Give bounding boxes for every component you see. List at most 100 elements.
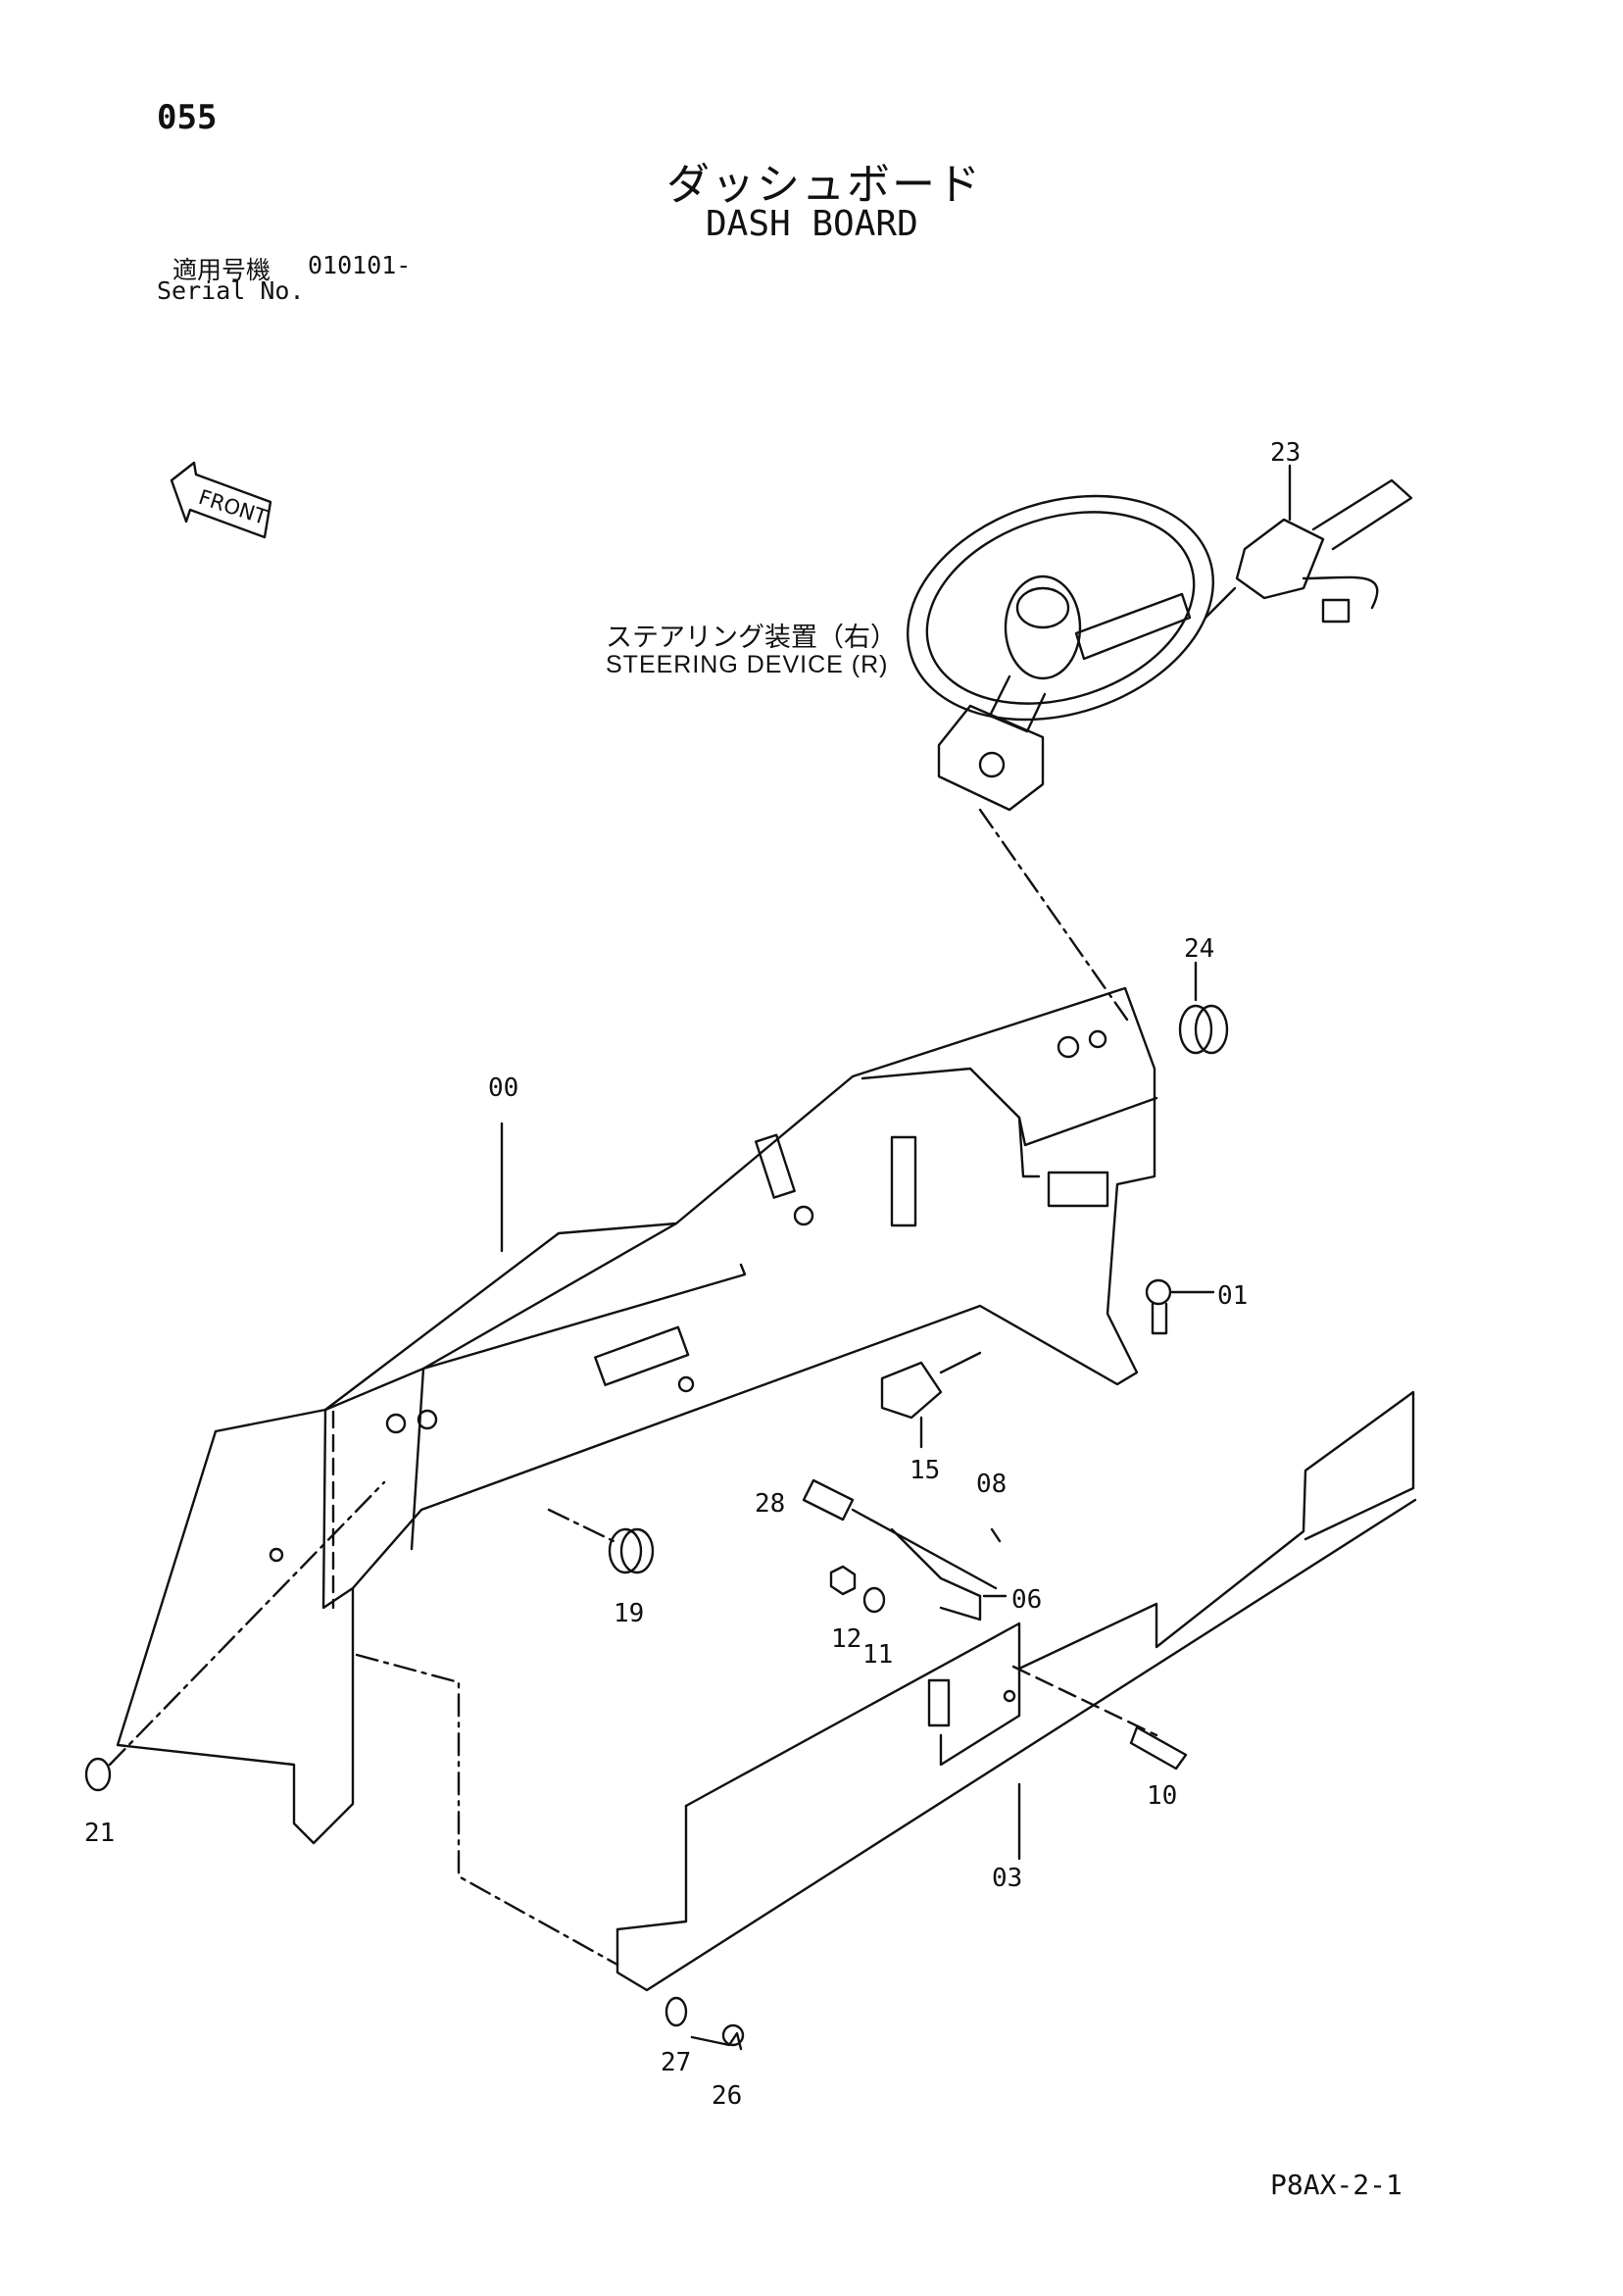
dash-board-outline [116, 986, 1156, 1845]
key-switch-key [939, 1351, 982, 1374]
steering-device-label-japanese: ステアリング装置（右） [606, 623, 897, 653]
bushing-23 [1178, 961, 1229, 1055]
dash-board-cowl-edge [1017, 1116, 1041, 1178]
pin-28-leader [851, 1508, 998, 1590]
lower-panel-notch [939, 1665, 1021, 1767]
callout-12: 12 [831, 1624, 861, 1654]
grommet-24-leader [108, 1480, 386, 1767]
front-arrow-marker: FRONT [170, 461, 272, 539]
callout-27: 27 [661, 2048, 691, 2077]
callout-19: 19 [614, 1599, 644, 1628]
lever-switch-wire [1302, 575, 1379, 610]
washer-27 [664, 1996, 688, 2027]
bracket-06 [890, 1527, 1008, 1622]
steering-hub [1004, 574, 1082, 680]
pin-body [802, 1478, 855, 1522]
pin-28 [802, 1478, 998, 1590]
callout-26: 26 [712, 2081, 742, 2111]
callout-11: 11 [862, 1640, 893, 1670]
bushing-shape [1178, 1004, 1213, 1055]
grommet-shape [619, 1527, 655, 1574]
steering-column-bracket [937, 704, 1045, 812]
dash-board-upper-cowl [861, 1067, 1158, 1147]
bolt-26 [690, 2023, 745, 2051]
callout-28: 28 [755, 1489, 785, 1519]
grommet-19 [547, 1508, 655, 1574]
bolt-01 [1145, 1278, 1215, 1335]
document-code: P8AX-2-1 [1270, 2169, 1402, 2201]
dash-board-hole [417, 1409, 438, 1430]
title-english: DASH BOARD [706, 204, 918, 244]
grommet-shape [84, 1757, 112, 1792]
spring-pin-08 [990, 1527, 1002, 1543]
callout-23: 24 [1184, 934, 1214, 964]
dash-board-slot [755, 1133, 796, 1199]
steering-wheel-rim-inner [925, 511, 1196, 705]
serial-label-japanese: 適用号機 [172, 256, 271, 284]
key-switch-15 [880, 1351, 982, 1449]
callout-00: 00 [488, 1073, 518, 1103]
callout-15: 15 [910, 1456, 940, 1485]
callout-21: 23 [1270, 438, 1301, 468]
lower-panel-upper-edge [684, 1390, 1415, 1808]
lower-panel-outline [615, 1498, 1417, 1992]
steering-spoke-right [1074, 592, 1192, 661]
dash-board-housing [116, 986, 1158, 1845]
lever-switch-connector [1321, 598, 1351, 624]
dash-board-hole [793, 1205, 814, 1226]
bolt-head [1145, 1278, 1172, 1306]
steering-device-label-english: STEERING DEVICE (R) [606, 651, 889, 678]
bolt-shank [1151, 1302, 1168, 1335]
dash-board-slot [1047, 1171, 1109, 1208]
lever-switch-arm [1311, 478, 1413, 551]
steering-bracket-hole [978, 751, 1006, 778]
dash-board-front-edge [410, 1367, 425, 1551]
steering-hub-cap [1015, 586, 1070, 629]
lever-switch-leader [1204, 586, 1237, 620]
lower-panel-hole [1003, 1689, 1016, 1703]
serial-number-value: 010101- [308, 251, 412, 279]
dash-board-hole [385, 1413, 407, 1434]
grommet-24 [84, 1480, 386, 1792]
bolt-shape [690, 2031, 743, 2051]
callout-08: 08 [976, 1470, 1007, 1499]
callout-01: 01 [1217, 1281, 1248, 1311]
grommet-shape [608, 1527, 643, 1574]
washer-11 [862, 1586, 886, 1614]
front-arrow-label: FRONT [196, 485, 270, 529]
dash-board-hole [1057, 1035, 1080, 1059]
steering-wheel-assembly [907, 494, 1214, 1022]
lever-switch-body [1235, 518, 1325, 600]
grommet-19-leader [547, 1508, 615, 1543]
dash-board-top-ridge [421, 1263, 747, 1371]
callout-03: 03 [992, 1864, 1022, 1893]
lower-panel-03 [615, 1390, 1417, 1992]
key-switch-body [880, 1361, 943, 1420]
callout-06: 06 [1011, 1585, 1042, 1615]
bolt-shape [1129, 1725, 1188, 1771]
dash-board-slot [594, 1325, 690, 1386]
nut-shape [829, 1565, 857, 1596]
callout-10: 10 [1147, 1781, 1177, 1811]
page-number: 055 [157, 98, 218, 137]
dash-board-hole [269, 1547, 284, 1563]
serial-label-english: Serial No. [157, 276, 305, 305]
callout-24: 21 [84, 1819, 115, 1848]
bolt-head [721, 2023, 745, 2047]
dash-board-hole [677, 1375, 695, 1393]
bolt-10 [1129, 1725, 1188, 1771]
washer-shape [862, 1586, 886, 1614]
front-arrow-icon [170, 461, 272, 539]
panel-mount-leader [355, 1653, 619, 1967]
dash-board-slot [890, 1135, 917, 1227]
steering-wheel-rim-outer [907, 494, 1214, 722]
bushing-shape [1194, 1004, 1229, 1055]
bolt-10-leader [1011, 1665, 1158, 1737]
lower-panel-slot [927, 1678, 951, 1727]
spring-pin-shape [990, 1527, 1002, 1543]
steering-leader-line [978, 808, 1129, 1022]
dash-board-hole [1088, 1029, 1107, 1049]
washer-shape [664, 1996, 688, 2027]
bracket-shape [890, 1527, 982, 1622]
dash-board-side-edge [321, 1408, 355, 1610]
